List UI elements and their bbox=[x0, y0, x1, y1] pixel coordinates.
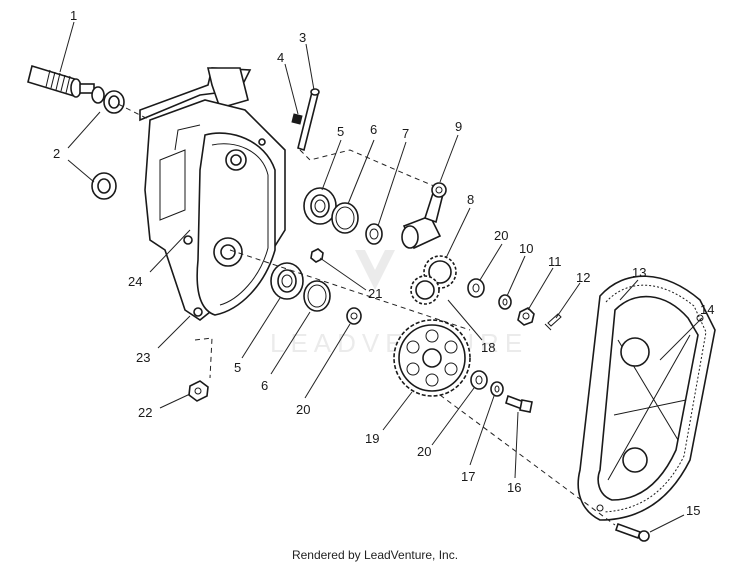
callout-11: 11 bbox=[548, 254, 562, 269]
bolt-16-part bbox=[505, 394, 533, 413]
callout-2: 2 bbox=[53, 146, 60, 161]
double-sprocket-part bbox=[410, 255, 457, 305]
lock-washer-part bbox=[498, 294, 512, 310]
retaining-ring-upper-part bbox=[331, 202, 359, 234]
callout-15: 15 bbox=[686, 503, 700, 518]
callout-1: 1 bbox=[70, 8, 77, 23]
nut-21-part bbox=[310, 248, 324, 263]
large-sprocket-part bbox=[393, 319, 471, 397]
callout-13: 13 bbox=[632, 265, 646, 280]
seal-upper-part bbox=[103, 90, 125, 114]
callout-23: 23 bbox=[136, 350, 150, 365]
callout-21: 21 bbox=[368, 286, 382, 301]
seal-lower-part bbox=[91, 172, 117, 200]
washer-middle-part bbox=[346, 307, 362, 325]
callout-18: 18 bbox=[481, 340, 495, 355]
callout-24: 24 bbox=[128, 274, 142, 289]
callout-10: 10 bbox=[519, 241, 533, 256]
callout-6-lower: 6 bbox=[261, 378, 268, 393]
chain-case-cover-part bbox=[577, 275, 716, 521]
callout-20-lower: 20 bbox=[417, 444, 431, 459]
callout-labels: 1 2 3 4 5 6 7 9 8 20 10 11 12 13 14 24 2… bbox=[53, 8, 714, 518]
shaft-part bbox=[27, 64, 105, 104]
callout-5: 5 bbox=[337, 124, 344, 139]
screw-15-part bbox=[614, 522, 650, 542]
callout-3: 3 bbox=[299, 30, 306, 45]
spacer-part bbox=[365, 223, 383, 245]
gear-housing-part bbox=[139, 67, 286, 321]
callout-16: 16 bbox=[507, 480, 521, 495]
callout-22: 22 bbox=[138, 405, 152, 420]
callout-9: 9 bbox=[455, 119, 462, 134]
callout-20-middle: 20 bbox=[296, 402, 310, 417]
leader-lines bbox=[59, 21, 703, 533]
footer-credit: Rendered by LeadVenture, Inc. bbox=[291, 548, 459, 562]
callout-5-lower: 5 bbox=[234, 360, 241, 375]
shift-arm-part bbox=[401, 182, 447, 250]
bearing-upper-part bbox=[303, 187, 337, 225]
set-screw-part bbox=[291, 113, 303, 125]
nut-11-part bbox=[517, 307, 535, 326]
callout-7: 7 bbox=[402, 126, 409, 141]
washer-upper-part bbox=[467, 278, 485, 298]
bolt-3-part bbox=[297, 88, 320, 152]
callout-8: 8 bbox=[467, 192, 474, 207]
lock-washer-lower-part bbox=[490, 381, 504, 397]
callout-6: 6 bbox=[370, 122, 377, 137]
callout-12: 12 bbox=[576, 270, 590, 285]
watermark-logo: LEADVENTURE bbox=[270, 250, 522, 358]
callout-20-upper: 20 bbox=[494, 228, 508, 243]
cotter-pin-part bbox=[544, 313, 562, 331]
callout-17: 17 bbox=[461, 469, 475, 484]
callout-19: 19 bbox=[365, 431, 379, 446]
callout-4: 4 bbox=[277, 50, 284, 65]
retaining-ring-lower-part bbox=[303, 280, 331, 312]
bearing-lower-part bbox=[270, 262, 304, 300]
callout-14: 14 bbox=[700, 302, 714, 317]
washer-lower-part bbox=[470, 370, 488, 390]
hex-nut-22-part bbox=[188, 380, 209, 402]
